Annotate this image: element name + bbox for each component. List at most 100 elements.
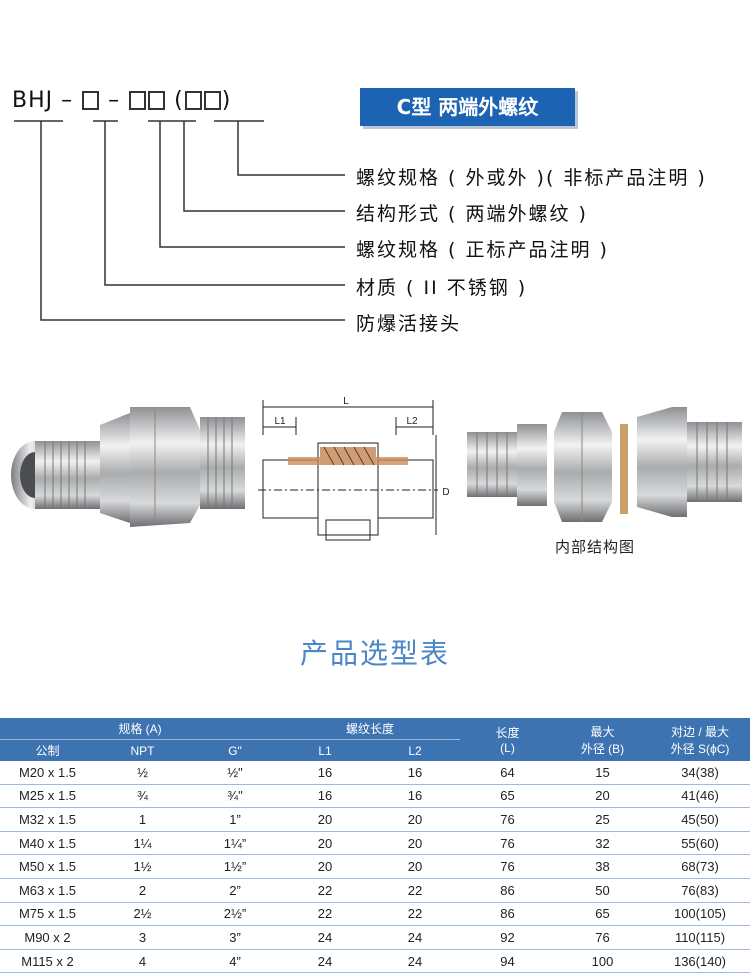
table-cell: ¾" [190,784,280,809]
table-cell: M40 x 1.5 [0,831,95,856]
dim-L2: L2 [406,416,418,427]
table-cell: 4” [190,949,280,974]
dim-L: L [343,396,349,407]
header-maxdia-line2: 外径 (B) [580,741,625,756]
table-cell: 94 [460,949,555,974]
table-cell: 65 [460,784,555,809]
table-cell: M63 x 1.5 [0,878,95,903]
dim-L1: L1 [274,416,286,427]
table-cell: 20 [280,831,370,856]
table-cell: 1¼” [190,831,280,856]
table-cell: M75 x 1.5 [0,902,95,927]
table-cell: 100(105) [650,902,750,927]
table-cell: 3” [190,925,280,950]
table-cell: 24 [280,949,370,974]
table-cell: M50 x 1.5 [0,854,95,879]
table-header-row-1: 规格 (A) 螺纹长度 长度 (L) 最大 外径 (B) 对边 / 最大 外径 … [0,718,750,761]
table-cell: 1 [95,807,190,832]
table-cell: 1” [190,807,280,832]
table-cell: 55(60) [650,831,750,856]
table-cell: 76 [555,925,650,950]
header-length: 长度 (L) [460,718,555,761]
table-cell: 22 [280,878,370,903]
table-cell: 38 [555,854,650,879]
table-cell: 20 [370,854,460,879]
desc-product-name: 防爆活接头 [356,313,462,335]
table-cell: 110(115) [650,925,750,950]
model-prefix: BHJ [12,88,54,113]
table-cell: 4 [95,949,190,974]
table-cell: 68(73) [650,854,750,879]
table-cell: 76 [460,831,555,856]
header-l1: L1 [280,739,370,761]
table-cell: ½" [190,761,280,785]
header-max-diameter: 最大 外径 (B) [555,718,650,761]
table-cell: 76(83) [650,878,750,903]
header-across-line2: 外径 S(ϕC) [670,741,730,756]
table-cell: 16 [280,784,370,809]
desc-structure: 结构形式 ( 两端外螺纹 ) [356,203,588,225]
table-cell: M90 x 2 [0,925,95,950]
header-spec-group: 规格 (A) [0,718,280,740]
exploded-parts-photo [467,407,742,522]
code-box-1 [82,91,100,110]
table-cell: 50 [555,878,650,903]
table-cell: M115 x 2 [0,949,95,974]
product-photo [11,407,245,527]
table-cell: 16 [370,784,460,809]
section-title: 产品选型表 [299,637,450,670]
table-cell: 16 [370,761,460,785]
model-code: BHJ – – () [12,88,231,113]
desc-material: 材质 ( II 不锈钢 ) [356,277,528,299]
header-npt: NPT [95,739,190,761]
header-g: G" [190,739,280,761]
code-box-5 [203,91,221,110]
table-cell: 20 [370,831,460,856]
model-close-paren: ) [221,88,232,113]
table-cell: 2½” [190,902,280,927]
table-cell: 100 [555,949,650,974]
header-across-flats: 对边 / 最大 外径 S(ϕC) [650,718,750,761]
table-cell: 41(46) [650,784,750,809]
header-length-line1: 长度 [495,726,520,740]
table-cell: 24 [280,925,370,950]
table-cell: 15 [555,761,650,785]
table-cell: 2 [95,878,190,903]
table-cell: 86 [460,902,555,927]
table-cell: 2” [190,878,280,903]
model-open-paren: ( [174,88,184,113]
table-cell: 25 [555,807,650,832]
table-cell: 76 [460,807,555,832]
internal-structure-caption: 内部结构图 [555,538,636,556]
header-metric: 公制 [0,739,95,761]
code-box-3 [148,91,166,110]
header-l2: L2 [370,739,460,761]
table-cell: ½ [95,761,190,785]
table-cell: 64 [460,761,555,785]
table-cell: M25 x 1.5 [0,784,95,809]
table-cell: 1½” [190,854,280,879]
table-cell: 45(50) [650,807,750,832]
table-cell: 92 [460,925,555,950]
dim-D: D [442,487,449,498]
selection-table: 规格 (A) 螺纹长度 长度 (L) 最大 外径 (B) 对边 / 最大 外径 … [0,718,750,974]
table-cell: 3 [95,925,190,950]
table-cell: M20 x 1.5 [0,761,95,785]
technical-drawing: L L1 L2 D [258,396,450,541]
table-cell: ¾ [95,784,190,809]
table-cell: 24 [370,949,460,974]
table-cell: 1¼ [95,831,190,856]
table-header-row-2: 公制 NPT G" L1 L2 [0,739,750,761]
table-cell: 65 [555,902,650,927]
header-maxdia-line1: 最大 [590,724,615,739]
table-cell: 22 [280,902,370,927]
